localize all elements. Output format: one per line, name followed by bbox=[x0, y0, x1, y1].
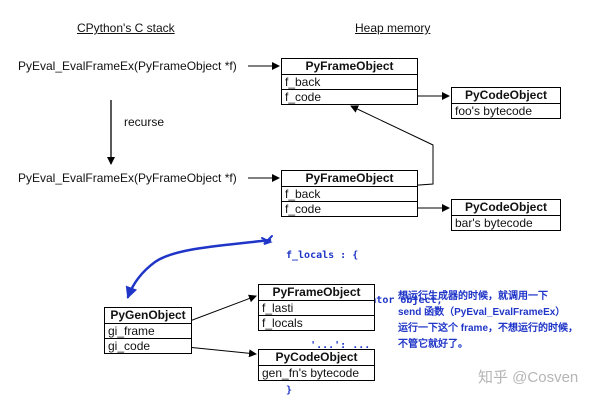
frame-object-bar-fback: f_back bbox=[285, 187, 321, 201]
frame-object-bar: PyFrameObject f_back f_code bbox=[281, 170, 418, 217]
code-object-foo-title: PyCodeObject bbox=[452, 88, 560, 104]
frame-object-foo: PyFrameObject f_back f_code bbox=[281, 58, 418, 105]
frame-object-foo-fback: f_back bbox=[285, 75, 321, 89]
code-object-gen-bytecode: gen_fn's bytecode bbox=[262, 366, 360, 380]
hand-drawn-blue-arrow bbox=[125, 238, 272, 299]
code-object-gen-title: PyCodeObject bbox=[259, 350, 374, 366]
frame-object-bar-fcode: f_code bbox=[282, 201, 417, 216]
f-locals-line: f_locals : { bbox=[286, 250, 359, 261]
code-object-bar-bytecode: bar's bytecode bbox=[455, 216, 533, 230]
recurse-label: recurse bbox=[124, 115, 165, 129]
hand-drawn-blue-scribble bbox=[261, 235, 273, 245]
code-object-gen: PyCodeObject gen_fn's bytecode bbox=[258, 349, 375, 381]
stack-call-2: PyEval_EvalFrameEx(PyFrameObject *f) bbox=[18, 171, 237, 185]
note-line: 不管它就好了。 bbox=[398, 339, 468, 350]
gen-object-giframe: gi_frame bbox=[108, 324, 155, 338]
gen-object-title: PyGenObject bbox=[105, 308, 191, 324]
frame-object-foo-title: PyFrameObject bbox=[282, 59, 417, 75]
frame-object-bar-title: PyFrameObject bbox=[282, 171, 417, 187]
watermark: 知乎 @Cosven bbox=[478, 369, 579, 386]
note-line: send 函数（PyEval_EvalFrameEx） bbox=[398, 307, 566, 318]
code-object-bar: PyCodeObject bar's bytecode bbox=[451, 199, 561, 231]
frame-object-foo-fcode: f_code bbox=[282, 89, 417, 104]
frame-object-gen: PyFrameObject f_lasti f_locals bbox=[258, 284, 375, 331]
code-object-foo: PyCodeObject foo's bytecode bbox=[451, 87, 561, 119]
note-line: 运行一下这个 frame，不想运行的时候， bbox=[398, 323, 579, 334]
gen-object: PyGenObject gi_frame gi_code bbox=[104, 307, 192, 354]
code-object-bar-title: PyCodeObject bbox=[452, 200, 560, 216]
frame-object-gen-title: PyFrameObject bbox=[259, 285, 374, 301]
stack-call-1: PyEval_EvalFrameEx(PyFrameObject *f) bbox=[18, 59, 237, 73]
f-locals-line: '...': ... bbox=[286, 340, 371, 351]
frame-object-gen-flocals: f_locals bbox=[259, 315, 374, 330]
code-object-foo-bytecode: foo's bytecode bbox=[455, 104, 533, 118]
note-line: 想运行生成器的时候，就调用一下 bbox=[398, 291, 548, 302]
gen-object-gicode: gi_code bbox=[105, 338, 191, 353]
f-locals-line: } bbox=[286, 385, 293, 396]
stack-header: CPython's C stack bbox=[77, 21, 175, 35]
send-explanation-note: 想运行生成器的时候，就调用一下 send 函数（PyEval_EvalFrame… bbox=[398, 289, 578, 353]
heap-header: Heap memory bbox=[355, 21, 431, 35]
frame-object-gen-flasti: f_lasti bbox=[262, 301, 294, 315]
